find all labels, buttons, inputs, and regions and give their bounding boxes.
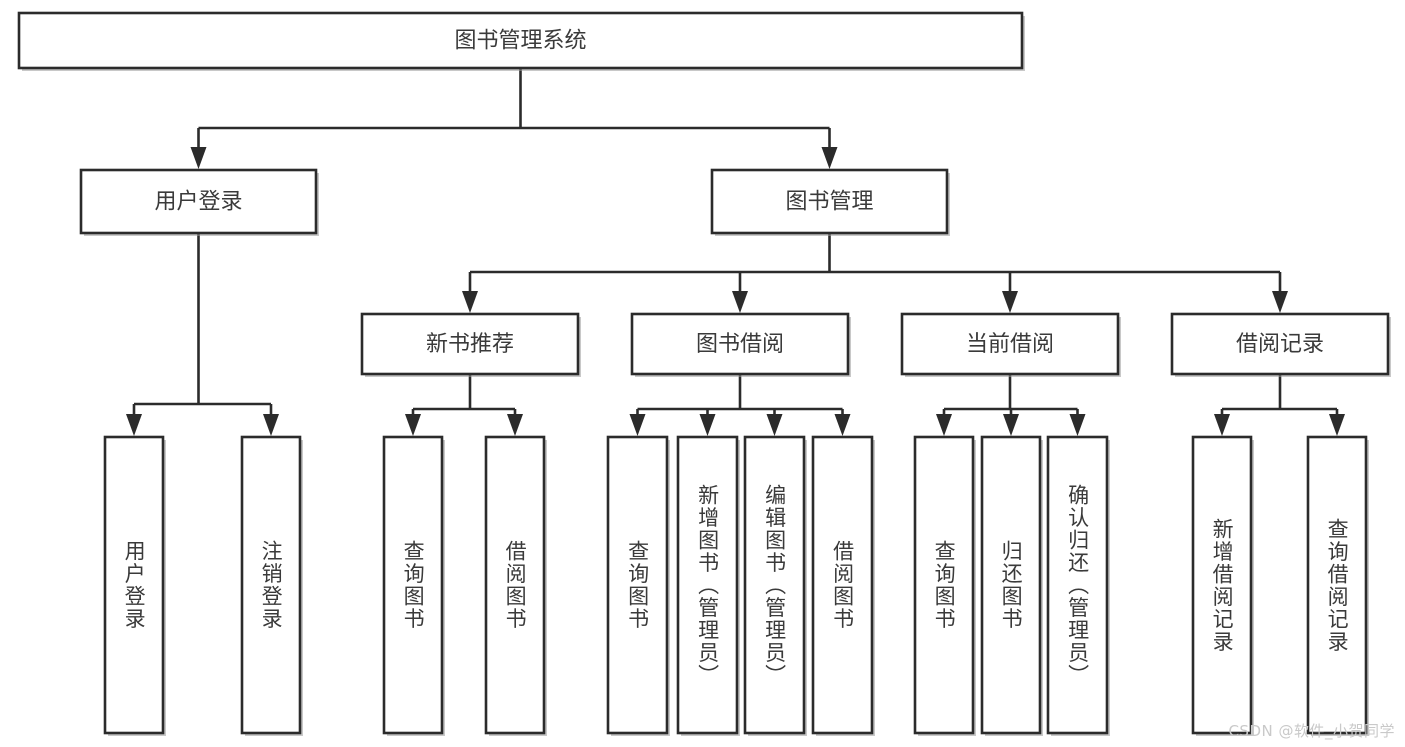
node-leaf-user-login[interactable] [103, 435, 165, 735]
edge-layer [126, 68, 1345, 436]
node-leaf-borrow-book-1[interactable] [484, 435, 546, 735]
arrow-head [834, 414, 851, 436]
box-outline [900, 312, 1120, 376]
arrow-head [766, 414, 783, 436]
arrow-head [1272, 291, 1288, 313]
arrow-head [732, 291, 748, 313]
box-outline [630, 312, 850, 376]
box-outline [743, 435, 806, 735]
node-user-login[interactable]: 用户登录 [79, 168, 318, 235]
node-label: 新书推荐 [426, 332, 514, 357]
box-outline [1306, 435, 1368, 735]
arrow-head [1069, 414, 1086, 436]
node-book-borrow[interactable]: 图书借阅 [630, 312, 850, 376]
box-outline [382, 435, 444, 735]
node-new-book-recommend[interactable]: 新书推荐 [360, 312, 580, 376]
node-borrow-record[interactable]: 借阅记录 [1170, 312, 1390, 376]
arrow-head [821, 147, 838, 169]
node-current-borrow[interactable]: 当前借阅 [900, 312, 1120, 376]
box-outline [103, 435, 165, 735]
node-label: 图书管理 [785, 190, 873, 215]
node-book-manage[interactable]: 图书管理 [710, 168, 949, 235]
node-label: 图书管理系统 [454, 29, 586, 54]
box-outline [1191, 435, 1253, 735]
arrow-head [462, 291, 478, 313]
watermark: CSDN @软件_小贺同学 [1228, 722, 1395, 740]
node-label: 借阅记录 [1236, 332, 1324, 357]
node-leaf-add-book[interactable] [676, 435, 739, 735]
box-outline [710, 168, 949, 235]
node-leaf-edit-book[interactable] [743, 435, 806, 735]
node-leaf-query-book-3[interactable] [913, 435, 975, 735]
node-label: 当前借阅 [966, 332, 1054, 357]
arrow-head [126, 414, 142, 436]
box-outline [676, 435, 739, 735]
arrow-head [1214, 414, 1230, 436]
node-root[interactable]: 图书管理系统 [17, 11, 1024, 70]
arrow-head [1002, 291, 1018, 313]
box-outline [1170, 312, 1390, 376]
box-outline [1046, 435, 1109, 735]
node-leaf-query-book-1[interactable] [382, 435, 444, 735]
box-outline [17, 11, 1024, 70]
box-outline [484, 435, 546, 735]
node-label: 用户登录 [154, 190, 242, 215]
box-outline [360, 312, 580, 376]
arrow-head [263, 414, 279, 436]
node-leaf-return-book[interactable] [980, 435, 1042, 735]
arrow-head [190, 147, 207, 169]
box-outline [240, 435, 302, 735]
node-leaf-confirm-return[interactable] [1046, 435, 1109, 735]
arrow-head [936, 414, 952, 436]
node-leaf-borrow-book-2[interactable] [811, 435, 874, 735]
box-outline [980, 435, 1042, 735]
box-outline [79, 168, 318, 235]
box-outline [913, 435, 975, 735]
box-outline [811, 435, 874, 735]
arrow-head [405, 414, 421, 436]
node-leaf-add-record[interactable] [1191, 435, 1253, 735]
arrow-head [1329, 414, 1345, 436]
node-label: 图书借阅 [696, 332, 784, 357]
node-leaf-logout[interactable] [240, 435, 302, 735]
node-leaf-query-record[interactable] [1306, 435, 1368, 735]
box-outline [606, 435, 669, 735]
arrow-head [1003, 414, 1019, 436]
arrow-head [507, 414, 523, 436]
arrow-head [699, 414, 716, 436]
arrow-head [629, 414, 646, 436]
node-leaf-query-book-2[interactable] [606, 435, 669, 735]
